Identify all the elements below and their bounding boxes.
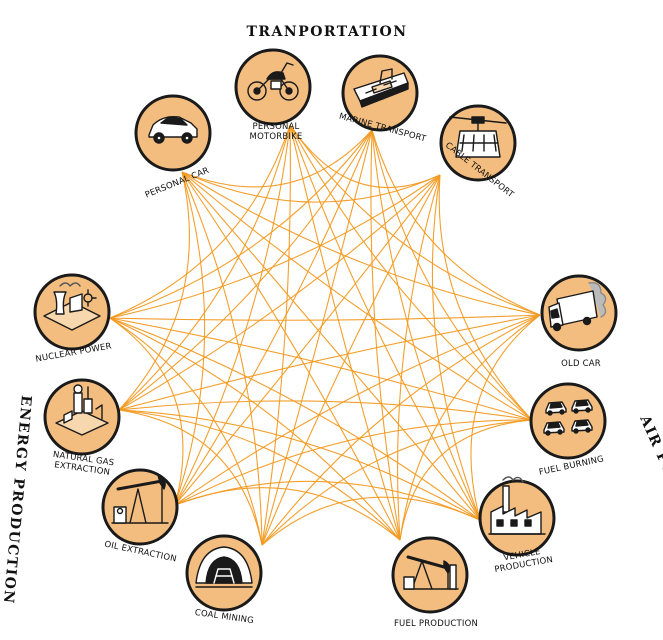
edge-personal-car-fuel-burning [181,171,533,421]
edge-personal-car-coal-mining [181,171,263,546]
edge-cable-transport-vehicle-production [431,174,481,521]
edge-cable-transport-oil-extraction [174,174,441,506]
edge-coal-mining-natural-gas-extraction [118,409,263,546]
edge-personal-motorbike-old-car [289,124,541,316]
node-fuel-burning: FUEL BURNING [529,382,607,478]
node-nuclear-power: NUCLEAR POWER [33,273,113,365]
edge-vehicle-production-nuclear-power [109,317,481,521]
edge-fuel-burning-natural-gas-extraction [118,400,533,421]
edge-cable-transport-natural-gas-extraction [118,174,441,411]
node-oil-extraction: OIL EXTRACTION [101,468,179,565]
node-label-line-old-car-0: OLD CAR [561,359,601,369]
node-coal-mining: COAL MINING [185,534,263,626]
node-label-line-personal-motorbike-0: PERSONAL [253,122,300,132]
edge-marine-transport-vehicle-production [371,129,481,521]
edge-cable-transport-fuel-production [397,174,441,541]
edge-personal-car-fuel-production [181,171,401,541]
nuclear-icon [43,282,101,331]
node-old-car: OLD CAR [540,274,618,369]
truck-smoke-icon [548,282,607,332]
edge-personal-car-marine-transport [181,129,373,188]
node-fuel-production: FUEL PRODUCTION [391,536,478,629]
node-label-fuel-production: FUEL PRODUCTION [394,619,478,629]
edge-marine-transport-natural-gas-extraction [118,129,373,411]
pumpjack-icon [403,555,459,590]
edge-fuel-burning-oil-extraction [174,419,533,506]
edge-fuel-burning-coal-mining [261,419,533,546]
edge-personal-motorbike-fuel-burning [289,124,533,421]
edge-cable-transport-fuel-burning [438,174,533,421]
cars-icon [543,399,593,436]
edge-personal-motorbike-coal-mining [261,124,291,546]
edge-old-car-oil-extraction [174,314,541,506]
edge-marine-transport-nuclear-power [109,129,373,319]
group-title-air-pollution: AIR POLLUTION [636,412,663,556]
edge-fuel-burning-nuclear-power [109,317,533,421]
group-title-transportation: TRANPORTATION [246,24,407,40]
node-label-line-personal-motorbike-1: MOTORBIKE [250,132,303,142]
node-label-vehicle-production: VEHICLEPRODUCTION [492,545,554,575]
edge-fuel-production-nuclear-power [109,317,401,541]
edge-old-car-vehicle-production [470,314,541,521]
edge-cable-transport-coal-mining [261,174,441,546]
node-natural-gas-extraction: NATURAL GASEXTRACTION [43,378,121,478]
edge-fuel-burning-fuel-production [399,419,533,541]
edge-marine-transport-oil-extraction [174,129,373,506]
node-personal-car: PERSONAL CAR [134,94,212,201]
edge-personal-car-old-car [181,171,541,316]
node-circle-fuel-burning [529,382,607,460]
cable-car-icon [449,116,507,158]
edge-fuel-production-natural-gas-extraction [118,409,401,541]
edge-marine-transport-fuel-burning [371,129,533,421]
motorbike-icon [247,62,299,101]
boat-icon [353,68,409,108]
edge-personal-car-cable-transport [181,171,441,203]
group-title-energy-production: ENERGY PRODUCTION [0,395,34,606]
edge-marine-transport-coal-mining [261,129,373,546]
oil-pump-icon [111,474,169,524]
gas-plant-icon [55,384,109,436]
car-icon [148,115,198,144]
edge-marine-transport-fuel-production [370,129,401,541]
node-cable-transport: CABLE TRANSPORT [439,104,517,201]
edge-personal-car-vehicle-production [181,171,481,521]
node-label-old-car: OLD CAR [561,359,601,369]
mine-icon [195,546,253,588]
edge-personal-motorbike-nuclear-power [109,124,291,319]
edge-old-car-coal-mining [261,314,541,546]
edge-personal-car-oil-extraction [174,171,206,506]
edge-oil-extraction-nuclear-power [109,317,184,506]
factory-icon [488,476,546,535]
edge-coal-mining-nuclear-power [109,317,263,546]
node-label-line-fuel-production-0: FUEL PRODUCTION [394,619,478,629]
edge-old-car-fuel-production [399,314,541,541]
node-vehicle-production: VEHICLEPRODUCTION [478,476,556,575]
edge-old-car-natural-gas-extraction [118,314,541,411]
edges-layer [109,124,541,546]
edge-personal-motorbike-fuel-production [289,124,401,541]
edge-personal-motorbike-natural-gas-extraction [118,124,291,411]
node-label-natural-gas-extraction: NATURAL GASEXTRACTION [51,450,115,478]
edge-personal-motorbike-vehicle-production [289,124,481,521]
edge-personal-car-natural-gas-extraction [118,171,190,411]
edge-personal-motorbike-oil-extraction [174,124,291,506]
node-marine-transport: MARINE TRANSPORT [338,54,428,145]
edge-fuel-production-oil-extraction [174,487,401,541]
edge-old-car-nuclear-power [109,314,541,321]
edge-cable-transport-nuclear-power [109,174,441,319]
